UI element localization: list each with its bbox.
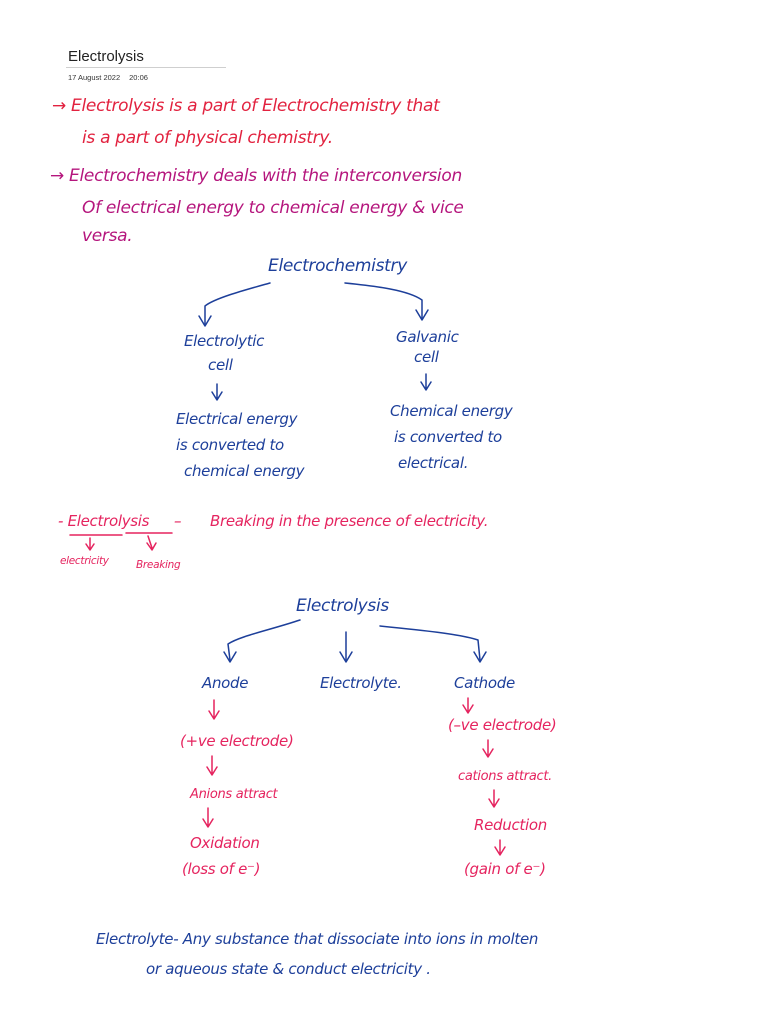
intro-line-2: is a part of physical chemistry.	[82, 128, 333, 148]
electrolytic-cell-label-2: cell	[208, 356, 233, 374]
cathode-step-2: cations attract.	[458, 769, 552, 784]
arrowhead-electrolyte	[339, 651, 353, 663]
intro-line-1: → Electrolysis is a part of Electrochemi…	[52, 96, 440, 116]
intro-line-3: → Electrochemistry deals with the interc…	[50, 166, 462, 186]
cathode-step-3: Reduction	[474, 816, 547, 834]
page-time: 20:06	[129, 73, 148, 82]
galvanic-desc-2: is converted to	[394, 428, 502, 446]
arrowhead-cathode	[473, 651, 487, 663]
page-timestamp: 17 August 2022 20:06	[68, 73, 148, 82]
page-date: 17 August 2022	[68, 73, 121, 82]
definition-line-2: or aqueous state & conduct electricity .	[146, 960, 431, 978]
intro-line-4: Of electrical energy to chemical energy …	[82, 198, 464, 218]
intro-line-5: versa.	[82, 226, 133, 246]
arrow-electro	[85, 537, 95, 551]
anode-label: Anode	[202, 674, 249, 692]
anode-step-4: (loss of e⁻)	[182, 860, 261, 878]
arrowhead-galvanic	[415, 309, 429, 321]
electrolytic-desc-1: Electrical energy	[176, 410, 298, 428]
electrochemistry-branches	[198, 282, 432, 401]
electrolytic-cell-label-1: Electrolytic	[184, 332, 265, 350]
definition-line-1: Electrolyte- Any substance that dissocia…	[96, 930, 539, 948]
anode-arrows	[202, 699, 220, 828]
branch-to-anode	[227, 619, 301, 661]
etymology-meaning: Breaking in the presence of electricity.	[210, 512, 489, 530]
galvanic-desc-1: Chemical energy	[390, 402, 513, 420]
branch-to-cathode	[379, 625, 481, 661]
branch-to-electrolytic	[204, 282, 271, 325]
electrolytic-desc-2: is converted to	[176, 436, 284, 454]
galvanic-desc-3: electrical.	[398, 454, 469, 472]
cathode-step-4: (gain of e⁻)	[464, 860, 546, 878]
cathode-arrows	[462, 697, 506, 856]
title-divider	[66, 67, 226, 68]
branch-to-galvanic	[344, 282, 423, 319]
cathode-label: Cathode	[454, 674, 515, 692]
cathode-step-1: (–ve electrode)	[448, 716, 557, 734]
arrowhead-anode	[223, 651, 237, 663]
electrochemistry-root: Electrochemistry	[268, 256, 407, 276]
etymology-part-breaking: Breaking	[136, 559, 181, 571]
electrolysis-branches	[223, 619, 487, 663]
etymology-marks	[69, 532, 173, 551]
etymology-dash: –	[174, 512, 182, 530]
anode-step-3: Oxidation	[190, 834, 260, 852]
arrowhead-electrolytic	[198, 315, 212, 327]
electrolytic-desc-3: chemical energy	[184, 462, 305, 480]
electrolyte-label: Electrolyte.	[320, 674, 402, 692]
electrolysis-root: Electrolysis	[296, 596, 389, 616]
galvanic-cell-label-1: Galvanic	[396, 328, 459, 346]
page-title: Electrolysis	[68, 48, 144, 65]
anode-step-2: Anions attract	[190, 787, 278, 802]
arrow-galvanic-desc	[420, 373, 432, 391]
etymology-term: - Electrolysis	[58, 512, 150, 530]
galvanic-cell-label-2: cell	[414, 348, 439, 366]
anode-step-1: (+ve electrode)	[180, 732, 294, 750]
etymology-part-electricity: electricity	[60, 555, 109, 567]
arrow-electrolytic-desc	[211, 383, 223, 401]
arrow-lysis	[146, 535, 157, 551]
